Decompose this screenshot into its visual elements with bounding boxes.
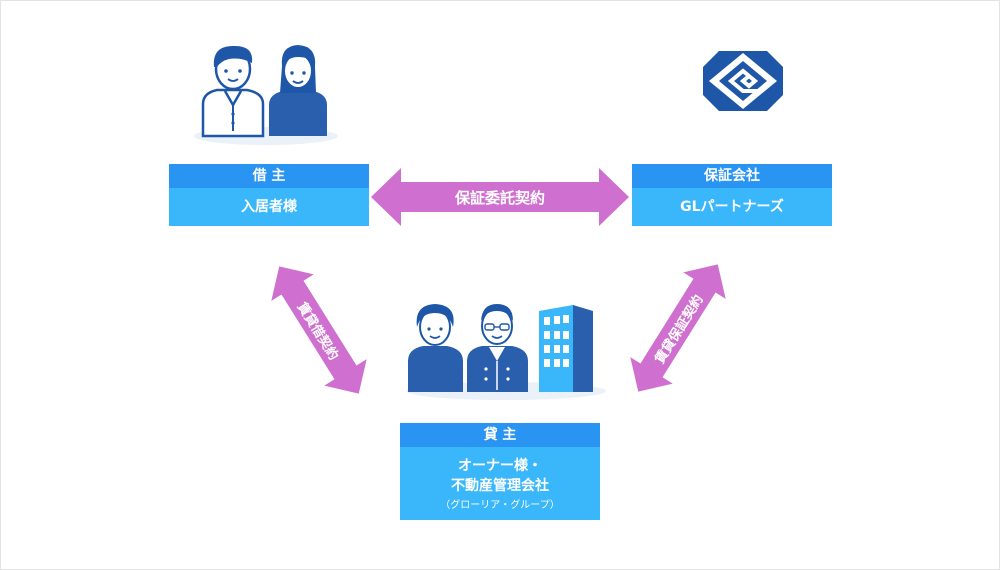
tenant-couple-illustration bbox=[194, 45, 338, 145]
landlord-card: 貸 主 オーナー様・ 不動産管理会社 （グローリア・グループ） bbox=[400, 423, 600, 520]
landlord-name-line1: オーナー様・ bbox=[458, 458, 542, 474]
landlord-group-note: （グローリア・グループ） bbox=[440, 500, 560, 511]
owner-woman-icon bbox=[408, 304, 463, 392]
rental-guarantee-arrow bbox=[630, 264, 726, 392]
landlord-name-line2: 不動産管理会社 bbox=[451, 478, 549, 494]
guarantor-card: 保証会社 GLパートナーズ bbox=[632, 164, 832, 226]
landlord-illustration bbox=[406, 304, 606, 400]
tenant-card: 借 主 入居者様 bbox=[169, 164, 369, 226]
landlord-body: オーナー様・ 不動産管理会社 （グローリア・グループ） bbox=[400, 447, 600, 520]
woman-icon bbox=[269, 45, 327, 136]
tenant-role: 借 主 bbox=[169, 164, 369, 188]
top-contract-label: 保証委託契約 bbox=[454, 189, 545, 207]
building-icon bbox=[539, 305, 593, 392]
guarantee-consignment-arrow bbox=[371, 168, 629, 226]
man-icon bbox=[201, 45, 265, 138]
guarantor-role: 保証会社 bbox=[632, 164, 832, 188]
lease-contract-arrow bbox=[271, 266, 367, 394]
guarantor-name: GLパートナーズ bbox=[632, 188, 832, 226]
tenant-name: 入居者様 bbox=[169, 188, 369, 226]
gl-partners-logo-icon bbox=[703, 47, 783, 115]
owner-man-icon bbox=[467, 304, 528, 392]
landlord-role: 貸 主 bbox=[400, 423, 600, 447]
